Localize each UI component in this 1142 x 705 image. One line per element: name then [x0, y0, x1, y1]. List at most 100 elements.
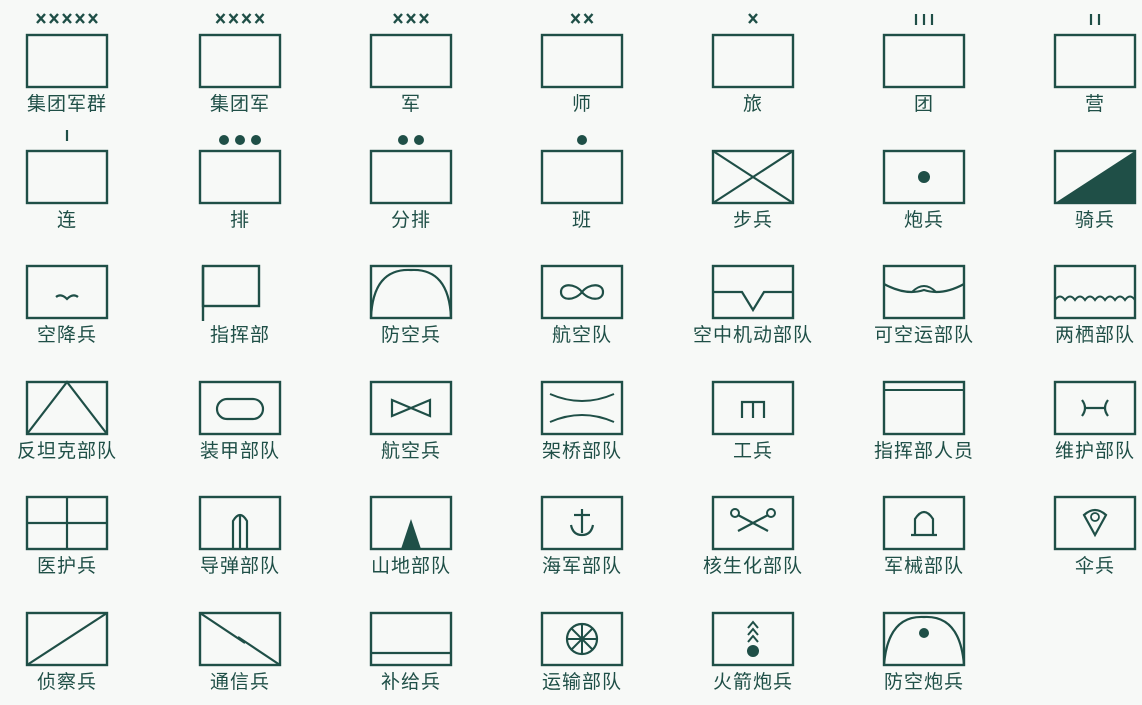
symbol-cell-rocket-artillery: 火箭炮兵 — [678, 588, 828, 703]
symbol-cell-infantry: 步兵 — [678, 126, 828, 241]
symbol-label-amphibious: 两栖部队 — [1054, 324, 1135, 346]
symbol-label-infantry: 步兵 — [732, 209, 773, 231]
symbol-label-squad: 班 — [571, 209, 592, 231]
supply-symbol-icon — [369, 611, 453, 667]
maintenance-symbol-icon — [1053, 380, 1137, 436]
symbol-cell-aviation: 航空队 — [507, 241, 657, 356]
symbol-label-platoon: 排 — [229, 209, 250, 231]
amphibious-symbol-icon — [1053, 264, 1137, 320]
symbol-label-corps: 军 — [400, 93, 421, 115]
symbol-label-signals: 通信兵 — [209, 671, 270, 693]
symbol-cell-airborne: 空降兵 — [0, 241, 142, 356]
symbol-cell-maintenance: 维护部队 — [1020, 357, 1142, 472]
army-symbol-icon — [198, 13, 282, 89]
symbol-cell-missile: 导弹部队 — [165, 472, 315, 587]
bridging-symbol-icon — [540, 380, 624, 436]
symbol-cell-regiment: 团 — [849, 10, 999, 125]
symbol-cell-headquarters: 指挥部 — [165, 241, 315, 356]
corps-symbol-icon — [369, 13, 453, 89]
transport-symbol-icon — [540, 611, 624, 667]
anti-tank-symbol-icon — [25, 380, 109, 436]
airborne-symbol-icon — [25, 264, 109, 320]
aviation-symbol-icon — [540, 264, 624, 320]
symbol-cell-transport: 运输部队 — [507, 588, 657, 703]
artillery-symbol-icon — [882, 149, 966, 205]
symbol-cell-amphibious: 两栖部队 — [1020, 241, 1142, 356]
symbol-cell-engineer: 工兵 — [678, 357, 828, 472]
symbol-label-hq-staff: 指挥部人员 — [873, 440, 974, 462]
mountain-symbol-icon — [369, 495, 453, 551]
air-defense-artillery-symbol-icon — [882, 611, 966, 667]
engineer-symbol-icon — [711, 380, 795, 436]
symbol-label-mountain: 山地部队 — [370, 555, 451, 577]
symbol-cell-cavalry: 骑兵 — [1020, 126, 1142, 241]
symbol-label-air-defense-artillery: 防空炮兵 — [883, 671, 964, 693]
infantry-symbol-icon — [711, 149, 795, 205]
symbol-label-naval: 海军部队 — [541, 555, 622, 577]
division-symbol-icon — [540, 13, 624, 89]
symbol-label-army-group: 集团军群 — [26, 93, 107, 115]
symbol-label-medical: 医护兵 — [36, 555, 97, 577]
symbol-cell-squad: 班 — [507, 126, 657, 241]
air-transportable-symbol-icon — [882, 264, 966, 320]
symbol-cell-air-defense-artillery: 防空炮兵 — [849, 588, 999, 703]
symbol-label-transport: 运输部队 — [541, 671, 622, 693]
symbol-cell-battalion: 营 — [1020, 10, 1142, 125]
symbol-label-rocket-artillery: 火箭炮兵 — [712, 671, 793, 693]
symbol-label-engineer: 工兵 — [732, 440, 773, 462]
squad-symbol-icon — [540, 135, 624, 205]
symbol-cell-platoon: 排 — [165, 126, 315, 241]
symbol-cell-anti-tank: 反坦克部队 — [0, 357, 142, 472]
symbol-label-section: 分排 — [390, 209, 431, 231]
aviation-troops-symbol-icon — [369, 380, 453, 436]
symbol-cell-air-mobile: 空中机动部队 — [678, 241, 828, 356]
air-mobile-symbol-icon — [711, 264, 795, 320]
symbol-label-nbc: 核生化部队 — [702, 555, 803, 577]
symbol-label-armored: 装甲部队 — [199, 440, 280, 462]
armored-symbol-icon — [198, 380, 282, 436]
symbol-cell-army: 集团军 — [165, 10, 315, 125]
symbol-label-brigade: 旅 — [742, 93, 763, 115]
section-symbol-icon — [369, 135, 453, 205]
symbol-label-maintenance: 维护部队 — [1054, 440, 1135, 462]
symbol-label-artillery: 炮兵 — [903, 209, 944, 231]
naval-symbol-icon — [540, 495, 624, 551]
symbol-cell-hq-staff: 指挥部人员 — [849, 357, 999, 472]
symbol-cell-armored: 装甲部队 — [165, 357, 315, 472]
battalion-symbol-icon — [1053, 14, 1137, 89]
symbol-cell-nbc: 核生化部队 — [678, 472, 828, 587]
platoon-symbol-icon — [198, 135, 282, 205]
symbol-cell-reconnaissance: 侦察兵 — [0, 588, 142, 703]
symbol-label-air-mobile: 空中机动部队 — [692, 324, 813, 346]
symbol-cell-signals: 通信兵 — [165, 588, 315, 703]
symbol-label-battalion: 营 — [1084, 93, 1105, 115]
company-symbol-icon — [25, 130, 109, 205]
symbol-cell-air-defense: 防空兵 — [336, 241, 486, 356]
symbol-label-missile: 导弹部队 — [199, 555, 280, 577]
air-defense-symbol-icon — [369, 264, 453, 320]
symbol-label-ordnance: 军械部队 — [883, 555, 964, 577]
symbol-cell-parachute: 伞兵 — [1020, 472, 1142, 587]
symbol-cell-army-group: 集团军群 — [0, 10, 142, 125]
rocket-artillery-symbol-icon — [711, 611, 795, 667]
symbol-label-aviation-troops: 航空兵 — [380, 440, 441, 462]
symbol-label-air-transportable: 可空运部队 — [873, 324, 974, 346]
symbol-cell-naval: 海军部队 — [507, 472, 657, 587]
reconnaissance-symbol-icon — [25, 611, 109, 667]
symbol-cell-bridging: 架桥部队 — [507, 357, 657, 472]
headquarters-symbol-icon — [201, 264, 261, 321]
symbol-cell-division: 师 — [507, 10, 657, 125]
symbol-label-army: 集团军 — [209, 93, 270, 115]
symbol-cell-ordnance: 军械部队 — [849, 472, 999, 587]
symbol-cell-supply: 补给兵 — [336, 588, 486, 703]
symbol-label-anti-tank: 反坦克部队 — [16, 440, 117, 462]
symbol-cell-brigade: 旅 — [678, 10, 828, 125]
hq-staff-symbol-icon — [882, 380, 966, 436]
symbol-cell-artillery: 炮兵 — [849, 126, 999, 241]
symbol-label-division: 师 — [571, 93, 592, 115]
symbol-label-supply: 补给兵 — [380, 671, 441, 693]
symbol-label-air-defense: 防空兵 — [380, 324, 441, 346]
brigade-symbol-icon — [711, 13, 795, 89]
symbol-label-company: 连 — [56, 209, 77, 231]
